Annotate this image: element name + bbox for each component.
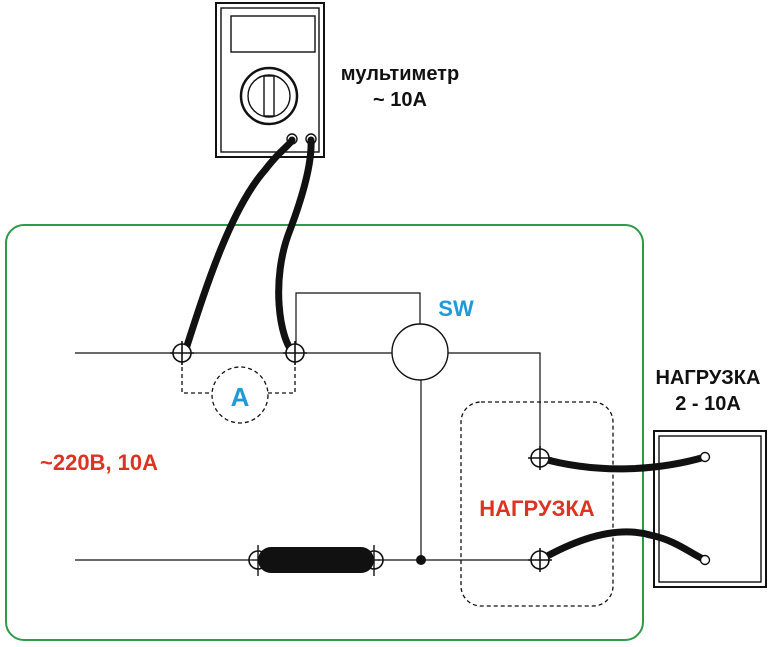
terminal-1 (170, 341, 194, 365)
ammeter (181, 360, 296, 424)
multimeter-label-line1: мультиметр (341, 63, 459, 85)
load-zone-label: НАГРУЗКА (479, 496, 595, 521)
circuit-wires (75, 292, 541, 565)
multimeter (215, 2, 325, 158)
board-border (5, 224, 644, 641)
load-cables (536, 453, 709, 564)
switch-sw (391, 323, 449, 381)
terminal-2 (283, 341, 307, 365)
terminal-5 (248, 550, 384, 570)
multimeter-dial (239, 66, 299, 126)
external-load-label-line1: НАГРУЗКА (656, 367, 761, 389)
multimeter-display (230, 15, 316, 53)
switch-label: SW (438, 296, 474, 321)
probe-cables (181, 136, 315, 356)
load-terminal-bottom (699, 554, 711, 566)
load-terminal-top (699, 451, 711, 463)
supply-label: ~220В, 10А (40, 450, 158, 475)
choke-coil (252, 545, 380, 576)
wire-junction-dot (416, 555, 426, 565)
load-zone-box (460, 401, 614, 607)
ammeter-label: А (231, 382, 250, 412)
external-load-label-line2: 2 - 10А (675, 393, 741, 415)
terminal-3 (528, 446, 552, 470)
multimeter-label-line2: ~ 10А (373, 89, 427, 111)
external-load-box (653, 430, 767, 588)
terminal-4 (528, 548, 552, 572)
